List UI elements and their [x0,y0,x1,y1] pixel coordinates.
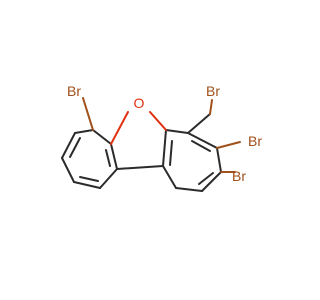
bond [162,129,167,167]
bond [99,168,118,189]
bromine-bond [209,99,213,115]
bromine-bond [82,97,94,131]
oxygen-atom-label: O [134,95,145,111]
bond [61,132,76,159]
bromine-atom-label-top-right: Br [206,83,220,99]
bromine-atom-label-right-lower: Br [232,168,246,184]
double-bond-inner [169,140,173,166]
molecule-structure: O Br Br Br Br [61,83,262,192]
double-bond-inner [79,176,99,182]
double-bond-inner [198,172,214,185]
oxygen-bond [110,111,129,145]
molecule-canvas: O Br Br Br Br [61,83,262,192]
left-benzene-ring [61,129,118,189]
bond [162,165,177,189]
bond [165,129,189,134]
bond [187,132,218,149]
double-bond-inner [69,137,81,158]
double-bond-inner [105,149,111,167]
bond [73,181,101,189]
bond [74,129,94,134]
bromine-atom-label-top-left: Br [67,83,81,99]
bromine-atom-label-right-upper: Br [248,133,262,149]
bond [92,129,112,145]
bond [116,165,164,170]
oxygen-bond [149,111,167,131]
bond [216,147,222,173]
bond [201,171,222,192]
bromine-bonds [82,97,241,173]
double-bond-inner [191,140,211,152]
bond [110,143,118,170]
bond [187,113,211,134]
furan-ring [110,111,167,170]
bond [175,187,203,192]
right-benzene-ring [162,113,222,192]
bromine-bond [216,141,241,149]
bond [61,157,75,183]
